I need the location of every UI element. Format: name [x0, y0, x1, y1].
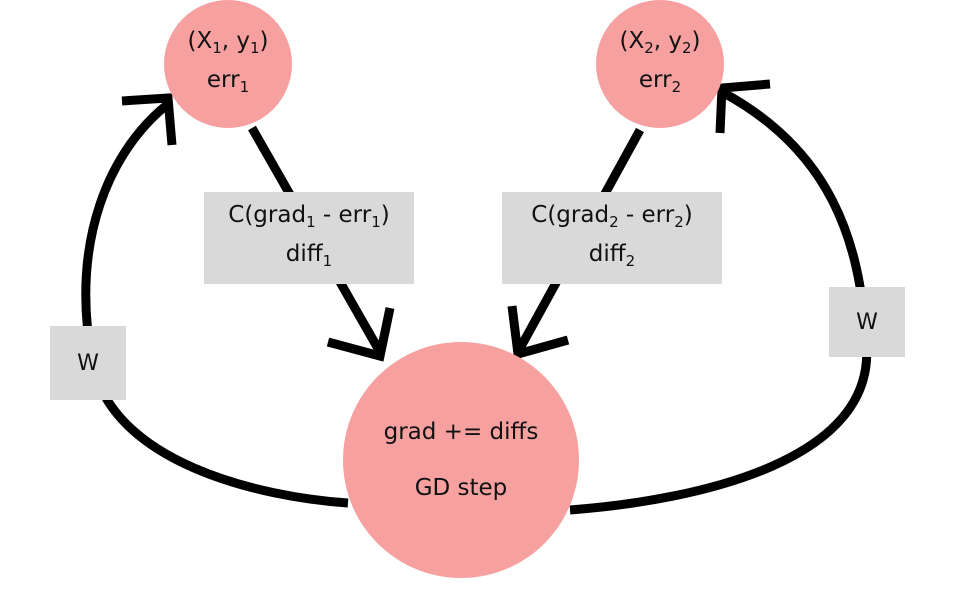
- box-diff-1-name: diff1: [286, 238, 332, 277]
- arrowhead-right-to-center: [507, 305, 570, 360]
- subscript: 1: [322, 252, 333, 270]
- label-part: err: [206, 67, 240, 93]
- label-part: - err: [618, 202, 675, 228]
- label-part: (X: [187, 28, 213, 54]
- node-sample-2-error: err2: [639, 64, 681, 103]
- edge-center-to-right-loop: [569, 88, 872, 515]
- label-part: - err: [315, 202, 372, 228]
- box-diff-2-formula: C(grad2 - err2): [531, 199, 692, 238]
- label-part: ): [259, 28, 269, 54]
- subscript: 2: [609, 213, 619, 231]
- arrowhead-center-to-left: [121, 93, 177, 146]
- label-part: ): [683, 202, 693, 228]
- box-diff-1-formula: C(grad1 - err1): [228, 199, 389, 238]
- label-part: , y: [653, 28, 682, 54]
- node-sample-2: (X2, y2) err2: [596, 0, 724, 128]
- arrowhead-left-to-center: [326, 307, 395, 362]
- label-part: C(grad: [531, 202, 610, 228]
- subscript: 2: [644, 39, 654, 57]
- node-sample-2-label: (X2, y2): [619, 25, 700, 64]
- node-sample-1-error: err1: [207, 64, 249, 103]
- box-diff-2-name: diff2: [589, 238, 635, 277]
- edge-center-to-left-loop: [81, 100, 349, 508]
- box-diff-1: C(grad1 - err1) diff1: [204, 192, 414, 284]
- subscript: 2: [681, 39, 692, 57]
- label-part: ): [691, 28, 701, 54]
- label-part: ): [380, 202, 390, 228]
- box-diff-2: C(grad2 - err2) diff2: [502, 192, 722, 284]
- label-part: (X: [619, 28, 645, 54]
- weight-label-left-text: W: [77, 350, 99, 376]
- node-gd-step: grad += diffs GD step: [343, 342, 579, 578]
- label-part: err: [638, 67, 672, 93]
- subscript: 2: [674, 213, 684, 231]
- subscript: 1: [306, 213, 316, 231]
- label-part: diff: [285, 241, 323, 267]
- label-part: diff: [588, 241, 626, 267]
- node-sample-1: (X1, y1) err1: [164, 0, 292, 128]
- subscript: 2: [671, 78, 682, 96]
- node-gd-step-label: GD step: [414, 475, 508, 501]
- arrowhead-center-to-right: [715, 79, 771, 134]
- weight-label-right-text: W: [856, 309, 878, 335]
- subscript: 2: [625, 252, 636, 270]
- label-part: , y: [221, 28, 250, 54]
- node-sample-1-label: (X1, y1): [187, 25, 268, 64]
- node-gd-step-accumulate: grad += diffs: [383, 419, 539, 445]
- weight-label-left: W: [50, 326, 126, 400]
- subscript: 1: [371, 213, 381, 231]
- subscript: 1: [239, 78, 250, 96]
- label-part: C(grad: [228, 202, 307, 228]
- subscript: 1: [212, 39, 222, 57]
- subscript: 1: [249, 39, 260, 57]
- weight-label-right: W: [829, 287, 905, 357]
